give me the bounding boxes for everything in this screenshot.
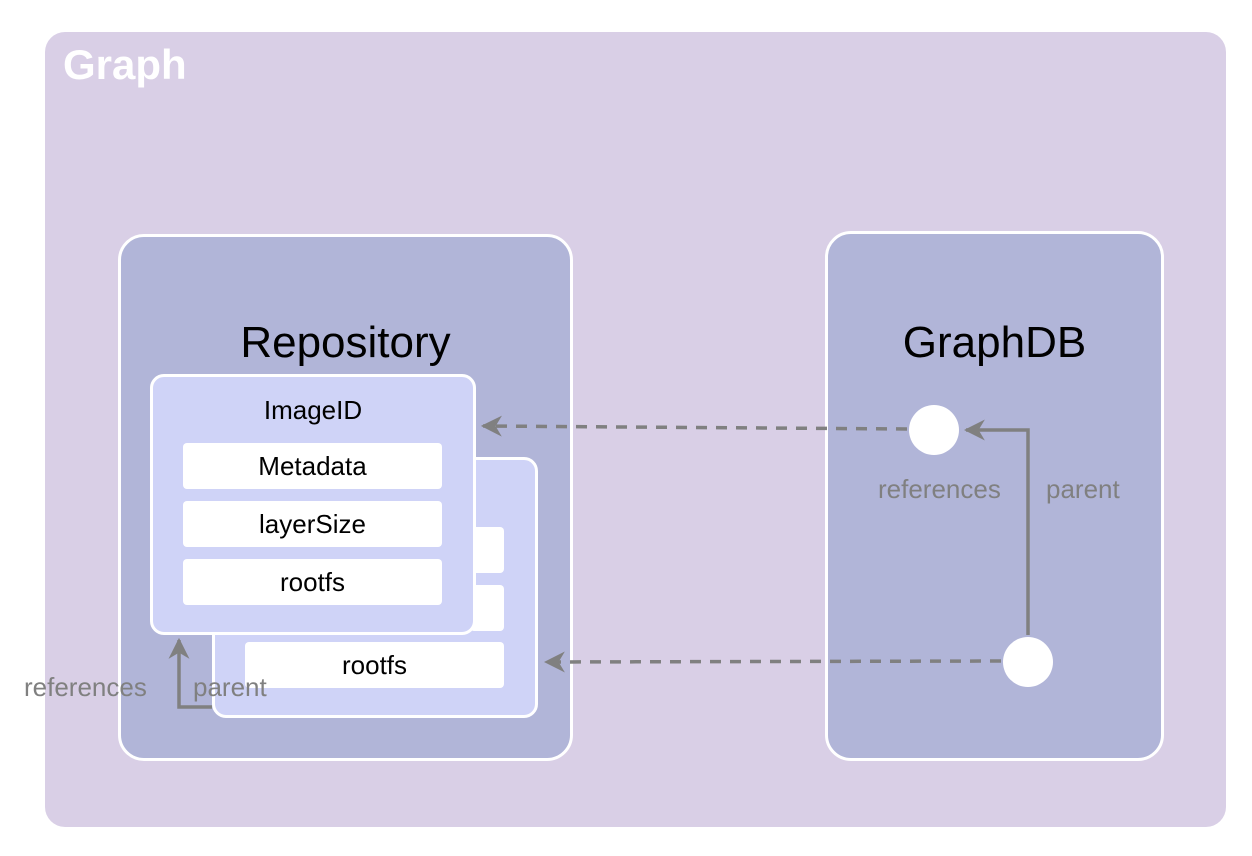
field-rootfs: rootfs (183, 559, 442, 605)
image-card-title: ImageID (263, 395, 363, 425)
graph-title: Graph (63, 41, 187, 88)
back-card-field-rootfs: rootfs (245, 642, 504, 688)
label-parent-repository: parent (193, 672, 267, 702)
graph-node-bottom (1003, 637, 1053, 687)
label-parent-graphdb: parent (1046, 474, 1120, 504)
repository-title: Repository (240, 318, 451, 367)
field-metadata: Metadata (183, 443, 442, 489)
label-references-repository: references (24, 672, 147, 702)
field-layersize: layerSize (183, 501, 442, 547)
label-references-graphdb: references (878, 474, 1001, 504)
graphdb-title: GraphDB (902, 318, 1087, 367)
graph-node-top (909, 405, 959, 455)
